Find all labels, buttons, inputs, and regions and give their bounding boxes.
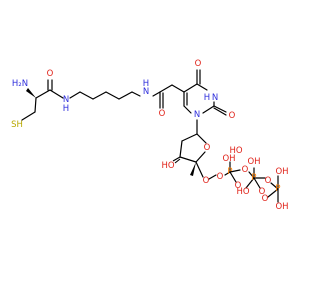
- hash-bond: [174, 158, 181, 164]
- atom-label-phosphate-oxygen: O: [262, 194, 269, 204]
- bond: [195, 151, 206, 163]
- atom-label-phosphate-hydroxyl: OH: [222, 154, 235, 164]
- bond-layer: [21, 69, 279, 203]
- bond: [152, 91, 161, 97]
- bond: [202, 105, 215, 114]
- atom-label-phosphorus: P: [227, 167, 232, 177]
- atom-label-phosphate-hydroxyl: OH: [275, 167, 288, 177]
- atom-label-amide-hydrogen: H: [63, 104, 69, 114]
- atom-label-phosphate-oxygen: O: [259, 187, 266, 197]
- bond: [253, 177, 261, 189]
- atom-label-amide-hydrogen: H: [143, 79, 149, 89]
- atom-label-bridging-oxygen: O: [242, 165, 249, 175]
- bond: [248, 171, 255, 179]
- bond: [131, 91, 141, 97]
- bond: [179, 156, 197, 163]
- bond: [245, 177, 255, 189]
- atom-label-amide-oxygen: O: [47, 69, 54, 79]
- bond: [270, 182, 279, 190]
- atom-label-phosphate-hydroxyl: OH: [247, 157, 260, 167]
- bond: [229, 171, 237, 183]
- bond: [267, 188, 279, 198]
- atom-label-phosphate-hydroxyl: HO: [229, 146, 242, 156]
- bond: [179, 140, 183, 158]
- bond: [21, 111, 36, 121]
- bond: [49, 89, 64, 99]
- atom-label-ring-nh-hydrogen: H: [204, 93, 210, 103]
- chemical-structure-diagram: H₂N SH O N H N H O O H N O N HO O O O HO…: [11, 59, 288, 212]
- atom-label-hydroxyl: HO: [161, 161, 174, 171]
- atom-label-amine: H₂N: [12, 79, 28, 89]
- bond: [35, 89, 51, 99]
- atom-label-ring-nitrogen: N: [212, 93, 218, 103]
- atom-label-ring-carbonyl-oxygen: O: [195, 59, 202, 69]
- wedge-bond: [26, 88, 36, 98]
- bond: [171, 84, 185, 93]
- bond: [224, 171, 231, 176]
- bond: [196, 83, 208, 91]
- bond: [195, 161, 204, 178]
- bond: [183, 105, 192, 114]
- bond: [213, 105, 227, 113]
- bond: [159, 84, 173, 93]
- bond: [213, 107, 227, 116]
- atom-label-phosphate-oxygen: O: [235, 181, 242, 191]
- bond: [92, 91, 107, 100]
- atom-label-phosphate-hydroxyl: OH: [275, 202, 288, 212]
- atom-label-layer: H₂N SH O N H N H O O H N O N HO O O O HO…: [11, 59, 288, 212]
- bond: [69, 91, 81, 99]
- bond: [196, 133, 207, 144]
- bond: [118, 91, 133, 100]
- bond: [183, 83, 198, 93]
- bond: [105, 91, 120, 100]
- atom-label-ester-oxygen: O: [203, 176, 210, 186]
- bond: [181, 133, 198, 142]
- bond: [34, 97, 37, 113]
- atom-label-amide-nitrogen: N: [143, 87, 149, 97]
- bond: [229, 169, 241, 173]
- atom-label-ring-carbonyl-oxygen: O: [229, 111, 236, 121]
- atom-label-amide-oxygen: O: [159, 109, 166, 119]
- atom-label-ring-nitrogen: N: [194, 110, 200, 120]
- bond: [208, 174, 217, 180]
- atom-label-bridging-oxygen: O: [265, 176, 272, 186]
- atom-label-phosphate-oxygen: O: [217, 172, 224, 182]
- atom-label-phosphorus: P: [251, 173, 256, 183]
- atom-label-amide-nitrogen: N: [63, 95, 69, 105]
- stereo-bond-layer: [26, 88, 196, 176]
- atom-label-phosphate-hydroxyl: HO: [236, 187, 249, 197]
- wedge-bond: [190, 162, 196, 176]
- bond: [79, 91, 94, 100]
- hash-bond: [172, 156, 181, 162]
- atom-label-furanose-oxygen: O: [204, 143, 211, 153]
- atom-label-thiol: SH: [11, 120, 23, 130]
- atom-label-phosphorus: P: [275, 184, 280, 194]
